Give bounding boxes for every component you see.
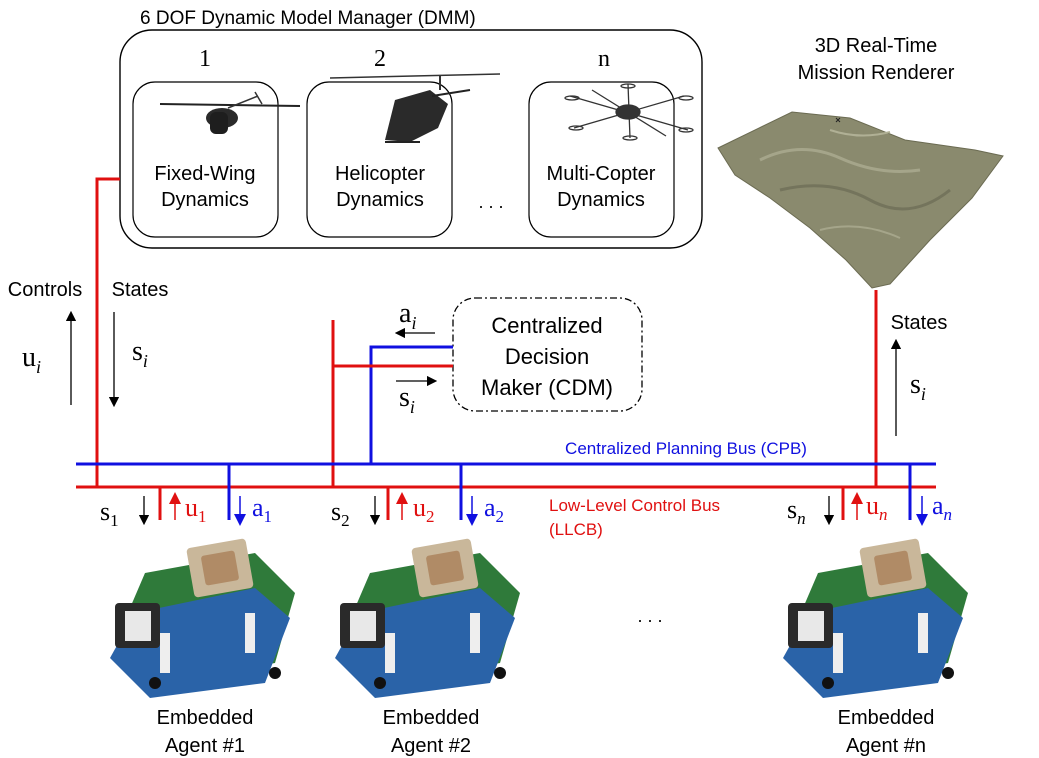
cdm-line2: Decision — [505, 344, 589, 369]
agent-2-label-line1: Embedded — [383, 707, 480, 729]
agent-2-io: s2 u2 a2 — [331, 464, 504, 530]
model-index: 2 — [374, 46, 386, 72]
model-multicopter: n Multi-Copter Dynamics — [528, 46, 694, 238]
dmm-block: 6 DOF Dynamic Model Manager (DMM) 1 Fixe… — [119, 8, 703, 249]
cdm-line3: Maker (CDM) — [481, 375, 613, 400]
agent-1-label-line2: Agent #1 — [165, 735, 245, 757]
model-label-line2: Dynamics — [336, 189, 424, 211]
model-box — [306, 81, 453, 238]
agent-1-control-symbol: u1 — [185, 493, 207, 526]
agent-n-control-symbol: un — [866, 491, 888, 524]
u-i-symbol: ui — [22, 342, 41, 377]
agent-1-io: s1 u1 a1 — [100, 464, 272, 530]
dmm-outer-box — [119, 29, 703, 249]
model-label-line1: Fixed-Wing — [154, 163, 255, 185]
agent-n-io: sn un an — [787, 464, 952, 528]
llcb-label-line2: (LLCB) — [549, 520, 603, 539]
mission-renderer: 3D Real-Time Mission Renderer — [717, 35, 1004, 289]
model-label-line2: Dynamics — [161, 189, 249, 211]
dmm-title: 6 DOF Dynamic Model Manager (DMM) — [140, 8, 476, 29]
cdm-cpb-link — [369, 345, 453, 464]
controls-label: Controls — [8, 279, 82, 301]
agent-2-control-symbol: u2 — [413, 493, 435, 526]
helicopter-icon — [329, 73, 501, 143]
agent-2-action-symbol: a2 — [484, 493, 504, 526]
cdm-line1: Centralized — [491, 313, 602, 338]
embedded-board-image — [335, 538, 520, 698]
agent-n-label-line1: Embedded — [838, 707, 935, 729]
cdm-block: Centralized Decision Maker (CDM) ai si — [331, 297, 643, 487]
model-box — [132, 81, 279, 238]
agent-n-state-symbol: sn — [787, 495, 806, 528]
states-label-left: States — [112, 279, 169, 301]
model-fixed-wing: 1 Fixed-Wing Dynamics — [132, 46, 301, 238]
agent-2-label-line2: Agent #2 — [391, 735, 471, 757]
model-helicopter: 2 Helicopter Dynamics — [306, 46, 501, 238]
states-label-right: States — [891, 312, 948, 334]
agent-1-action-symbol: a1 — [252, 493, 272, 526]
s-i-symbol-cdm: si — [399, 382, 415, 417]
terrain-render-image — [717, 111, 1004, 289]
fixed-wing-icon — [159, 91, 301, 134]
renderer-title-line2: Mission Renderer — [798, 62, 955, 84]
cdm-box — [452, 297, 643, 412]
agent-2-state-symbol: s2 — [331, 497, 350, 530]
model-index: 1 — [199, 46, 211, 72]
llcb-label-line1: Low-Level Control Bus — [549, 496, 720, 515]
cpb-label: Centralized Planning Bus (CPB) — [565, 439, 807, 458]
renderer-link: States si — [874, 290, 948, 487]
s-i-symbol-right: si — [910, 369, 926, 404]
embedded-board-image — [110, 538, 295, 698]
agents-ellipsis: . . . — [637, 606, 662, 626]
models-ellipsis: . . . — [478, 192, 503, 212]
agent-n-action-symbol: an — [932, 491, 952, 524]
model-label-line1: Helicopter — [335, 163, 425, 185]
llcb-bus: Low-Level Control Bus (LLCB) — [76, 485, 936, 539]
model-index: n — [598, 46, 610, 72]
s-i-symbol-left: si — [132, 336, 148, 371]
a-i-symbol: ai — [399, 298, 416, 333]
agent-n-label-line2: Agent #n — [846, 735, 926, 757]
agent-1-state-symbol: s1 — [100, 497, 119, 530]
model-box — [528, 81, 675, 238]
model-label-line1: Multi-Copter — [547, 163, 656, 185]
embedded-board-image — [783, 538, 968, 698]
agent-1-label-line1: Embedded — [157, 707, 254, 729]
model-label-line2: Dynamics — [557, 189, 645, 211]
dmm-to-llcb-link: Controls States ui si — [8, 177, 169, 487]
renderer-title-line1: 3D Real-Time — [815, 35, 938, 57]
cpb-bus: Centralized Planning Bus (CPB) — [76, 439, 936, 466]
multicopter-icon — [564, 83, 694, 141]
